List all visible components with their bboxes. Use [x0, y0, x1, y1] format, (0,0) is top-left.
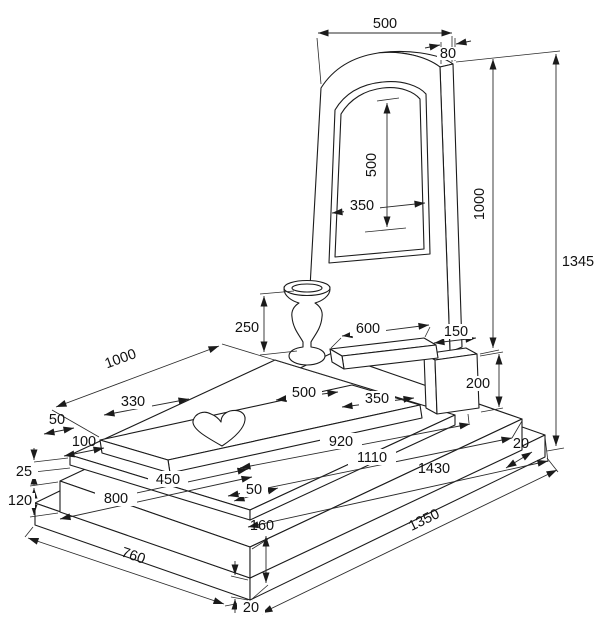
stele	[305, 50, 463, 361]
dim-trim-height: 25	[10, 448, 71, 485]
dim-step-depth-label: 50	[246, 482, 262, 498]
dim-heart-offset: 330	[103, 394, 190, 417]
dim-step-width: 800	[59, 475, 253, 521]
dim-stand-height-label: 200	[466, 376, 490, 392]
dim-ledge-front-label: 50	[49, 412, 65, 428]
dim-stand-depth: 150	[433, 324, 477, 346]
dim-slab-length-label: 1000	[103, 346, 139, 372]
dim-panel-width: 350	[331, 198, 426, 216]
dim-total-height-label: 1345	[562, 254, 594, 270]
dim-edge-right: 20	[505, 436, 533, 469]
dim-slab-width-label: 500	[292, 385, 316, 401]
dim-stand-height: 200	[461, 351, 504, 413]
dim-shelf-length-label: 600	[356, 321, 380, 337]
stele-stand	[423, 347, 480, 415]
vase	[283, 279, 331, 366]
dim-vase-height: 250	[231, 290, 298, 356]
dim-heart-offset-label: 330	[121, 394, 145, 410]
dim-trim-height-label: 25	[16, 464, 32, 480]
stand-front-face	[434, 353, 480, 415]
dim-stele-height: 1000	[455, 50, 561, 355]
dim-stand-depth-label: 150	[444, 324, 468, 340]
dim-heart-width: 350	[341, 391, 415, 410]
dim-plinth-height: 20	[230, 561, 265, 616]
dim-base-height: 120	[5, 481, 59, 518]
dim-total-height: 1345	[546, 54, 594, 452]
dim-vase-height-label: 250	[235, 320, 259, 336]
dim-base-length-label: 1430	[418, 461, 450, 477]
flower-shelf	[329, 337, 439, 370]
dim-plinth-height-label: 20	[243, 600, 259, 616]
dim-stele-width-label: 500	[373, 16, 397, 32]
dim-stele-thickness-label: 80	[440, 46, 456, 62]
dim-edge-right-label: 20	[513, 436, 529, 452]
dim-base-height-label: 120	[8, 493, 32, 509]
dim-ledge-front: 50	[43, 412, 75, 436]
dim-plinth-depth-label: 760	[119, 545, 147, 568]
dim-heart-width-label: 350	[365, 391, 389, 407]
dim-ledge-side: 100	[63, 434, 105, 458]
shelf-left-face	[329, 348, 345, 370]
vase-rim-inner	[291, 283, 323, 293]
dim-step-width-label: 800	[104, 491, 128, 507]
dim-slab-width: 500	[275, 385, 339, 403]
dim-step-length-label: 450	[156, 472, 180, 488]
dim-stele-height-label: 1000	[472, 188, 488, 220]
dim-shelf-length: 600	[330, 321, 431, 349]
dim-panel-width-label: 350	[350, 198, 374, 214]
dim-ledge-side-label: 100	[72, 434, 96, 450]
dim-mid-length-label: 1110	[357, 450, 387, 466]
dim-stele-thickness: 80	[424, 38, 472, 64]
vase-body	[283, 288, 331, 366]
dim-bed-length-label: 920	[329, 434, 353, 450]
dim-panel-height-label: 500	[364, 153, 380, 177]
dim-corner-height-label: 160	[250, 518, 274, 534]
